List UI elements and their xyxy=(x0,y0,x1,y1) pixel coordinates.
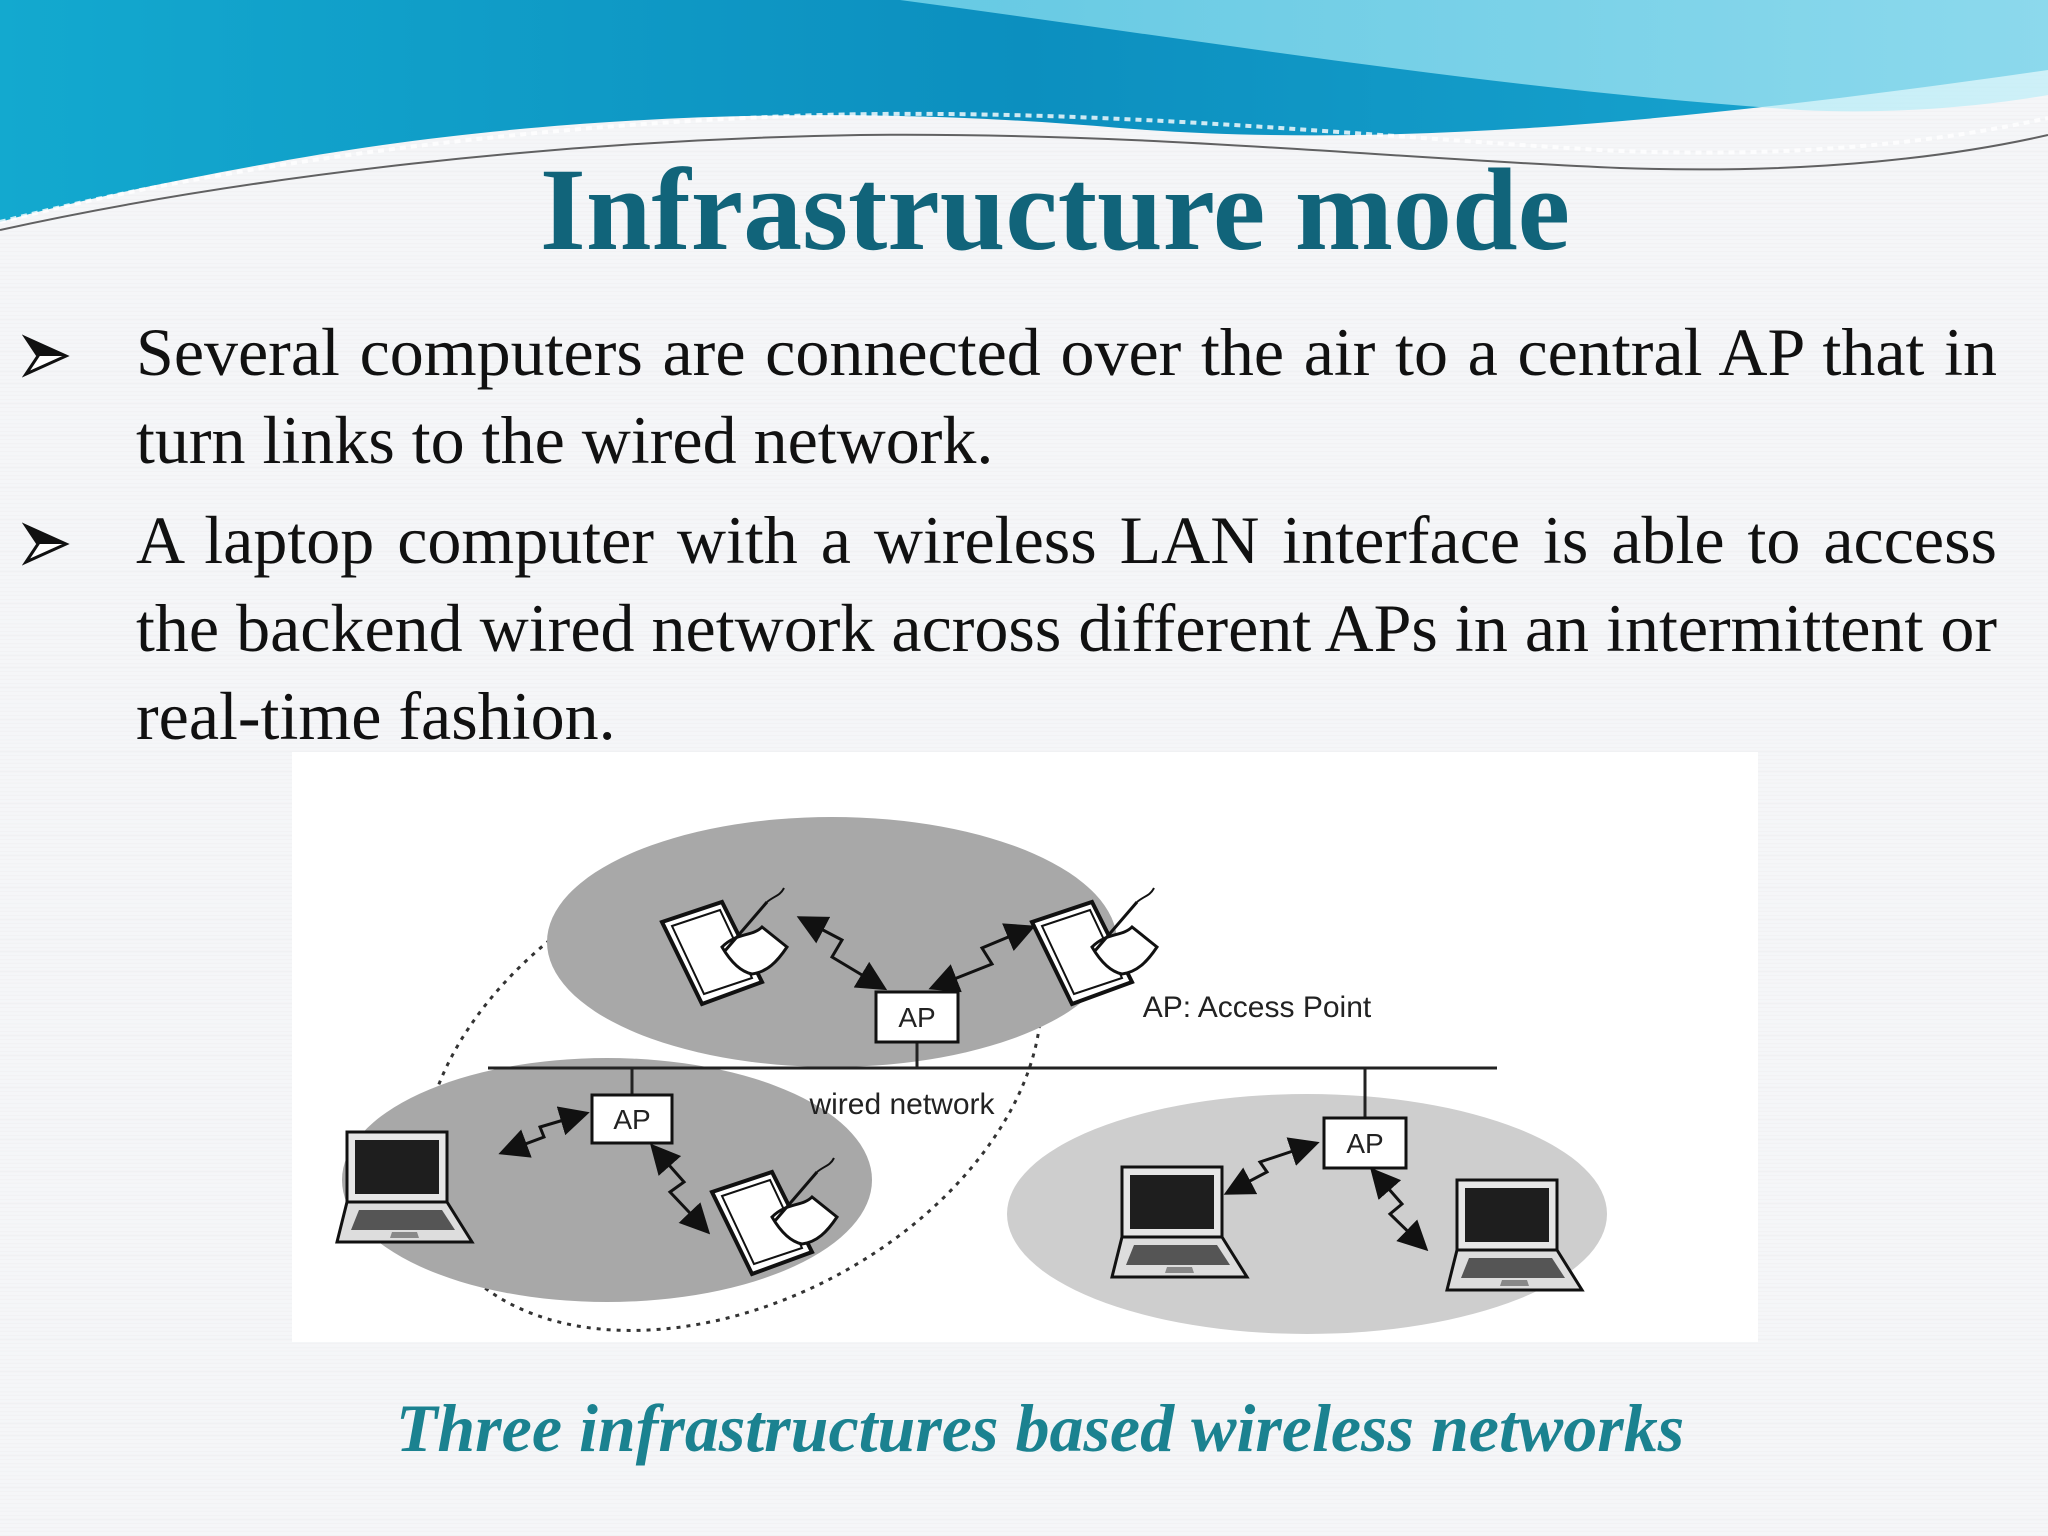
wireless-zigzag-icon xyxy=(1223,1137,1320,1195)
bullet-text-1: Several computers are connected over the… xyxy=(136,314,1997,478)
wireless-zigzag-icon xyxy=(1370,1167,1429,1252)
wireless-zigzag-icon xyxy=(928,923,1036,993)
arrowhead-bullet-icon xyxy=(22,334,70,378)
slide-title: Infrastructure mode xyxy=(539,144,1571,275)
bullet-item-2: A laptop computer with a wireless LAN in… xyxy=(22,496,1997,760)
ap-box-right: AP xyxy=(1322,1116,1408,1170)
wireless-zigzag-icon xyxy=(650,1143,711,1235)
ap-label-left: AP xyxy=(613,1104,650,1135)
wireless-zigzag-icon xyxy=(796,916,888,991)
diagram-caption: Three infrastructures based wireless net… xyxy=(395,1390,1685,1466)
cell-top xyxy=(547,817,1117,1067)
diagram-canvas: AP AP AP AP: Access Point wired network xyxy=(335,817,1607,1334)
legend-access-point: AP: Access Point xyxy=(1143,991,1372,1024)
infrastructure-diagram: AP AP AP AP: Access Point wired network xyxy=(292,752,1758,1342)
arrowhead-bullet-icon xyxy=(22,522,70,566)
ap-box-top: AP xyxy=(874,990,960,1044)
bullet-text-2: A laptop computer with a wireless LAN in… xyxy=(136,502,1997,754)
ap-label-top: AP xyxy=(898,1002,935,1033)
bullet-list: Several computers are connected over the… xyxy=(22,308,1997,772)
ap-label-right: AP xyxy=(1346,1128,1383,1159)
header-wave-decoration xyxy=(0,0,2048,231)
wired-network-label: wired network xyxy=(808,1088,995,1121)
ap-box-left: AP xyxy=(590,1093,674,1145)
bullet-item-1: Several computers are connected over the… xyxy=(22,308,1997,484)
wireless-zigzag-icon xyxy=(498,1106,590,1158)
